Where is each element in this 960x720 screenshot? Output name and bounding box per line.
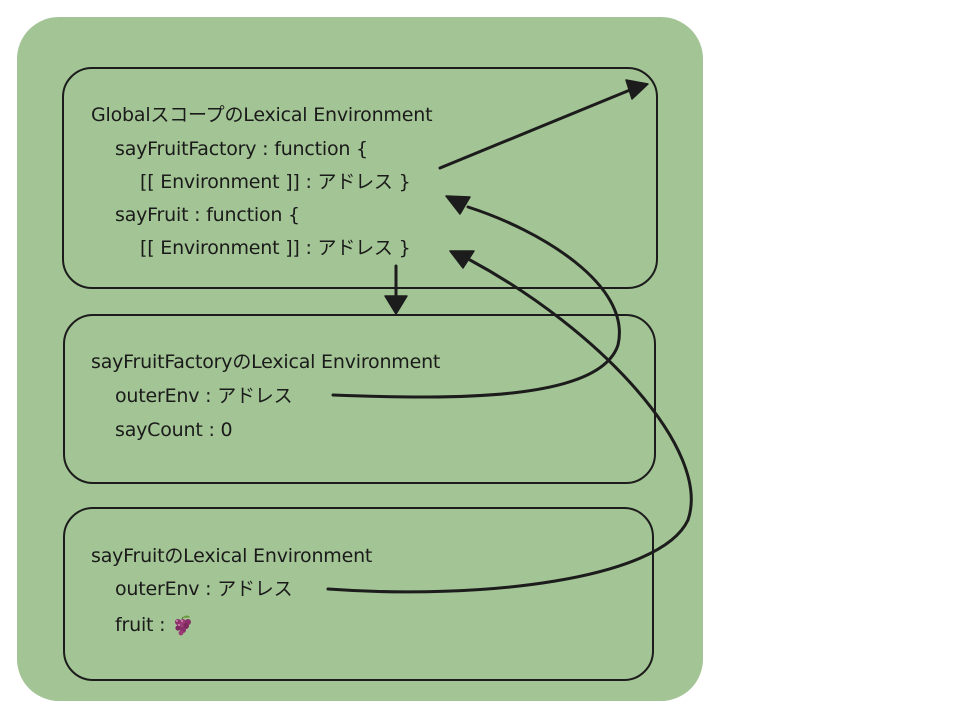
global-env-say-fruit-factory: sayFruitFactory : function {	[115, 138, 368, 160]
global-env-fruit-environment: [[ Environment ]] : アドレス }	[140, 237, 411, 259]
factory-env-outer-env: outerEnv : アドレス	[115, 385, 293, 407]
factory-env-title: sayFruitFactoryのLexical Environment	[91, 351, 441, 373]
global-env-factory-environment: [[ Environment ]] : アドレス }	[140, 171, 411, 193]
fruit-env-title: sayFruitのLexical Environment	[91, 545, 373, 567]
fruit-env-outer-env: outerEnv : アドレス	[115, 578, 293, 600]
grapes-icon	[175, 615, 192, 636]
global-env-say-fruit: sayFruit : function {	[115, 204, 300, 226]
factory-env-say-count: sayCount : 0	[115, 419, 233, 441]
global-env-title: GlobalスコープのLexical Environment	[91, 104, 433, 126]
fruit-env-fruit-label: fruit :	[115, 614, 172, 636]
fruit-env-fruit: fruit :	[115, 613, 193, 637]
